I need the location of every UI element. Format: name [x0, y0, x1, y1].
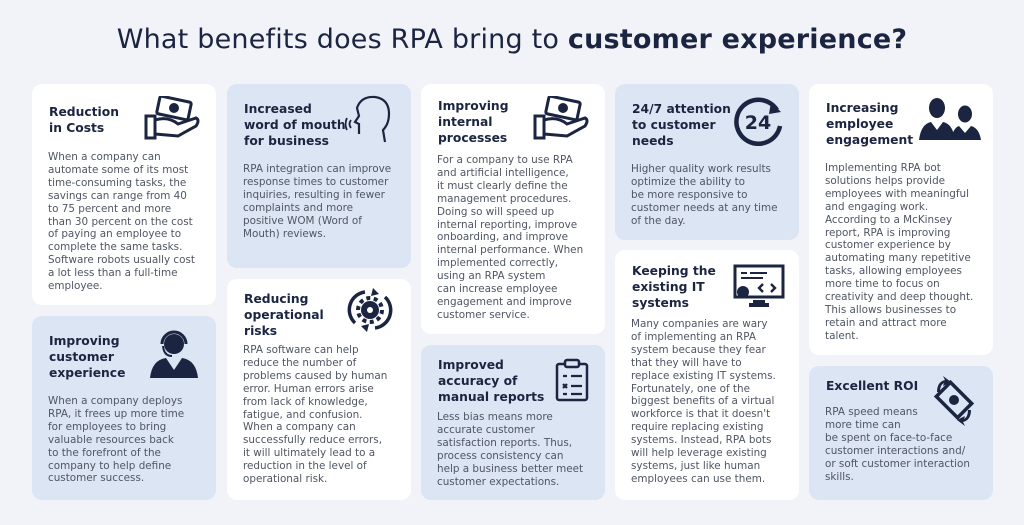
clipboard-checklist-icon: [555, 358, 589, 402]
card-text: Implementing RPA bot solutions helps pro…: [825, 162, 974, 342]
card-improving-customer-experience: Improving customer experience When a com…: [32, 316, 216, 500]
clock-24-icon: 24: [733, 96, 785, 148]
card-title: 24/7 attention to customer needs: [632, 102, 731, 148]
card-increasing-employee-engagement: Increasing employee engagement Implement…: [809, 84, 993, 355]
hand-money-icon: [144, 96, 202, 140]
support-agent-icon: [148, 326, 200, 378]
speaking-head-icon: [345, 94, 395, 146]
card-title: Reduction in Costs: [49, 105, 119, 135]
card-title: Increased word of mouth for business: [244, 102, 346, 148]
card-text: RPA software can help reduce the number …: [243, 344, 388, 486]
card-text: RPA integration can improve response tim…: [243, 163, 392, 240]
card-excellent-roi: Excellent ROI RPA speed means more time …: [809, 366, 993, 500]
page-title: What benefits does RPA bring to customer…: [0, 24, 1024, 55]
card-title: Improving internal processes: [438, 99, 509, 145]
card-title: Improved accuracy of manual reports: [438, 358, 545, 404]
card-title: Reducing operational risks: [244, 292, 324, 338]
card-text: Many companies are wary of implementing …: [631, 318, 776, 485]
card-24-7-attention: 24/7 attention to customer needs 24 High…: [615, 84, 799, 240]
card-reducing-operational-risks: Reducing operational risks RPA software …: [227, 279, 411, 500]
card-title: Excellent ROI: [826, 379, 919, 393]
title-bold: customer experience?: [567, 24, 908, 55]
card-text: Less bias means more accurate customer s…: [437, 411, 584, 488]
card-text: When a company can automate some of its …: [48, 151, 195, 293]
card-improved-accuracy: Improved accuracy of manual reports Less…: [421, 345, 605, 500]
card-text: RPA speed means more time can be spent o…: [825, 406, 970, 483]
card-title: Keeping the existing IT systems: [632, 264, 716, 310]
clock-24-label: 24: [745, 112, 771, 134]
card-increased-word-of-mouth: Increased word of mouth for business RPA…: [227, 84, 411, 268]
money-exchange-icon: [931, 376, 977, 426]
monitor-code-icon: [733, 264, 785, 308]
card-text: Higher quality work results optimize the…: [631, 163, 778, 227]
card-text: When a company deploys RPA, it frees up …: [48, 395, 185, 485]
card-keeping-existing-it-systems: Keeping the existing IT systems Many com…: [615, 250, 799, 500]
card-text: For a company to use RPA and artificial …: [437, 154, 584, 321]
card-reduction-in-costs: Reduction in Costs When a company can au…: [32, 84, 216, 305]
hand-money-icon: [533, 96, 591, 140]
card-title: Increasing employee engagement: [826, 101, 914, 147]
card-title: Improving customer experience: [49, 334, 126, 380]
gear-cycle-icon: [345, 285, 395, 335]
employees-icon: [919, 98, 981, 140]
card-improving-internal-processes: Improving internal processes For a compa…: [421, 84, 605, 334]
title-regular: What benefits does RPA bring to: [116, 24, 568, 55]
